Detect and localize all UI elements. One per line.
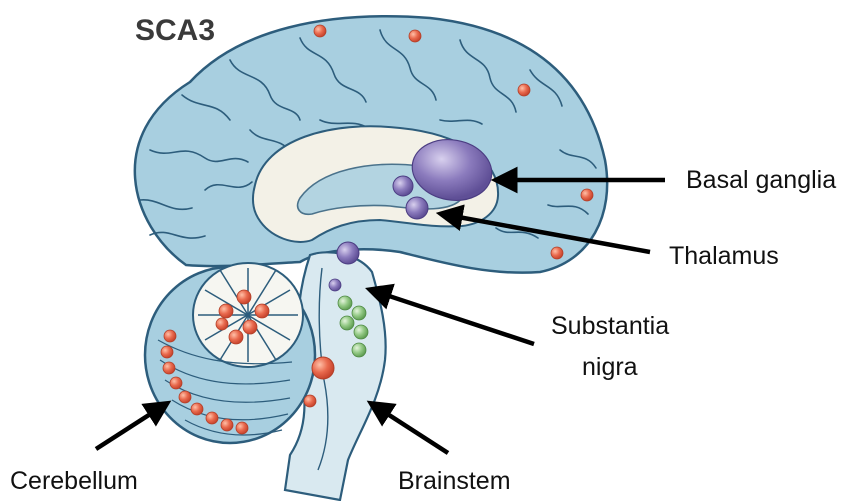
lesion-dot bbox=[518, 84, 530, 96]
lesion-dot bbox=[314, 25, 326, 37]
label-substantia-nigra-line2: nigra bbox=[582, 353, 638, 381]
diagram-title: SCA3 bbox=[135, 14, 215, 47]
arrow-brainstem bbox=[372, 404, 448, 453]
lesion-dot bbox=[409, 30, 421, 42]
label-basal-ganglia: Basal ganglia bbox=[686, 166, 836, 194]
label-thalamus: Thalamus bbox=[669, 242, 779, 270]
label-cerebellum: Cerebellum bbox=[10, 467, 138, 495]
lesion-dot bbox=[581, 189, 593, 201]
arrow-cerebellum bbox=[96, 404, 166, 449]
arrow-substantia-nigra bbox=[371, 290, 534, 344]
lesion-dot bbox=[551, 247, 563, 259]
label-substantia-nigra-line1: Substantia bbox=[551, 312, 669, 340]
label-brainstem: Brainstem bbox=[398, 467, 511, 495]
